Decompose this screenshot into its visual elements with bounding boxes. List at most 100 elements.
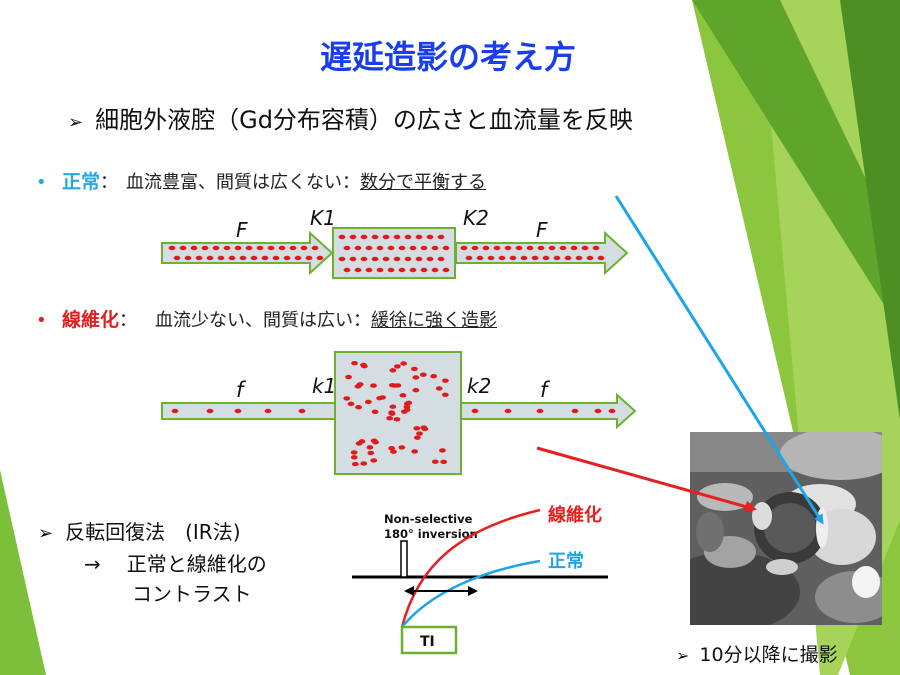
particle bbox=[389, 368, 397, 373]
ir-marker: ➢ bbox=[38, 523, 54, 544]
particle bbox=[366, 445, 374, 450]
particle bbox=[250, 255, 258, 261]
particle bbox=[586, 255, 594, 261]
particle bbox=[426, 234, 434, 240]
particle bbox=[387, 267, 395, 273]
particle bbox=[471, 245, 479, 251]
particle bbox=[504, 408, 512, 414]
particle bbox=[597, 255, 605, 261]
particle bbox=[413, 426, 421, 431]
caption-marker: ➢ bbox=[676, 646, 690, 665]
particle bbox=[390, 449, 397, 454]
ir-arrow: → bbox=[84, 552, 101, 576]
particle bbox=[388, 410, 395, 415]
image-caption: ➢10分以降に撮影 bbox=[676, 640, 838, 667]
fibrosis-flow-in-label: f bbox=[236, 378, 247, 402]
particle bbox=[351, 360, 358, 366]
particle bbox=[382, 256, 390, 262]
particle bbox=[498, 255, 506, 261]
particle bbox=[559, 245, 567, 251]
fibrosis-curve bbox=[400, 508, 541, 628]
particle bbox=[441, 378, 449, 383]
particle bbox=[360, 461, 368, 466]
particle bbox=[311, 245, 319, 251]
particle bbox=[365, 267, 373, 273]
particle bbox=[360, 234, 368, 240]
particle bbox=[409, 267, 417, 273]
particle bbox=[294, 255, 302, 261]
particle bbox=[460, 245, 468, 251]
particle bbox=[367, 450, 375, 456]
normal-flow-out-label: F bbox=[536, 218, 548, 242]
fibrosis-bullet: • bbox=[36, 310, 47, 331]
particle bbox=[412, 388, 420, 393]
normal-flow-diagram: F K1 K2 F bbox=[161, 206, 629, 279]
particle bbox=[426, 256, 434, 262]
particle bbox=[399, 393, 407, 398]
normal-curve-label: 正常 bbox=[548, 550, 584, 572]
particle bbox=[354, 245, 362, 251]
particle bbox=[437, 256, 445, 262]
particle bbox=[575, 255, 583, 261]
particle bbox=[261, 255, 269, 261]
particle bbox=[393, 364, 401, 369]
particle bbox=[594, 408, 602, 414]
particle bbox=[370, 383, 377, 388]
particle bbox=[400, 361, 408, 366]
particle bbox=[371, 256, 379, 262]
fibrosis-flow-k2-label: k2 bbox=[467, 374, 491, 398]
normal-flow-in-label: F bbox=[236, 218, 248, 242]
particle bbox=[420, 245, 428, 251]
green-shape-dark bbox=[840, 0, 900, 420]
particle bbox=[354, 267, 362, 273]
fibrosis-underlined-text: 緩徐に強く造影 bbox=[371, 310, 498, 331]
ir-contrast-2: コントラスト bbox=[132, 582, 252, 606]
particle bbox=[370, 458, 378, 463]
particle bbox=[256, 245, 264, 251]
particle bbox=[493, 245, 501, 251]
particle bbox=[349, 234, 357, 240]
particle bbox=[415, 234, 423, 240]
particle bbox=[206, 255, 214, 261]
particle bbox=[350, 455, 358, 460]
particle bbox=[171, 408, 179, 414]
fibrosis-text: 血流少ない、間質は広い： bbox=[155, 310, 372, 331]
particle bbox=[217, 255, 225, 261]
particle bbox=[416, 431, 423, 436]
particle bbox=[316, 255, 324, 261]
particle bbox=[420, 267, 428, 273]
particle bbox=[190, 245, 198, 251]
normal-flow-k1-label: K1 bbox=[310, 206, 336, 230]
particle bbox=[355, 441, 363, 446]
particle bbox=[388, 445, 396, 451]
particle bbox=[278, 245, 286, 251]
normal-underlined-text: 数分で平衡する bbox=[360, 172, 487, 193]
particle bbox=[412, 375, 420, 380]
particle bbox=[184, 255, 192, 261]
particle bbox=[476, 255, 484, 261]
particle bbox=[376, 245, 384, 251]
fibrosis-flow-diagram: f k1 k2 f bbox=[161, 351, 637, 475]
particle bbox=[403, 407, 411, 412]
particle bbox=[350, 450, 358, 455]
particle bbox=[179, 245, 187, 251]
particle bbox=[338, 256, 346, 262]
normal-curve bbox=[401, 559, 541, 628]
particle bbox=[289, 245, 297, 251]
normal-description: •正常：血流豊富、間質は広くない：数分で平衡する bbox=[36, 167, 486, 194]
particle bbox=[371, 234, 379, 240]
particle bbox=[173, 255, 181, 261]
inversion-recovery-graph: Non-selective 180° inversion 線維化 正常 TI bbox=[352, 504, 608, 655]
particle bbox=[345, 374, 352, 380]
particle bbox=[411, 449, 419, 454]
green-shape-left-corner bbox=[0, 470, 46, 675]
normal-particles bbox=[168, 234, 605, 273]
particle bbox=[553, 255, 561, 261]
ti-label: TI bbox=[420, 634, 435, 650]
particle bbox=[398, 445, 406, 450]
fibrosis-pointer-arrow bbox=[536, 446, 757, 513]
particle bbox=[234, 245, 242, 251]
particle bbox=[592, 245, 600, 251]
particle bbox=[212, 245, 220, 251]
particle bbox=[531, 255, 539, 261]
